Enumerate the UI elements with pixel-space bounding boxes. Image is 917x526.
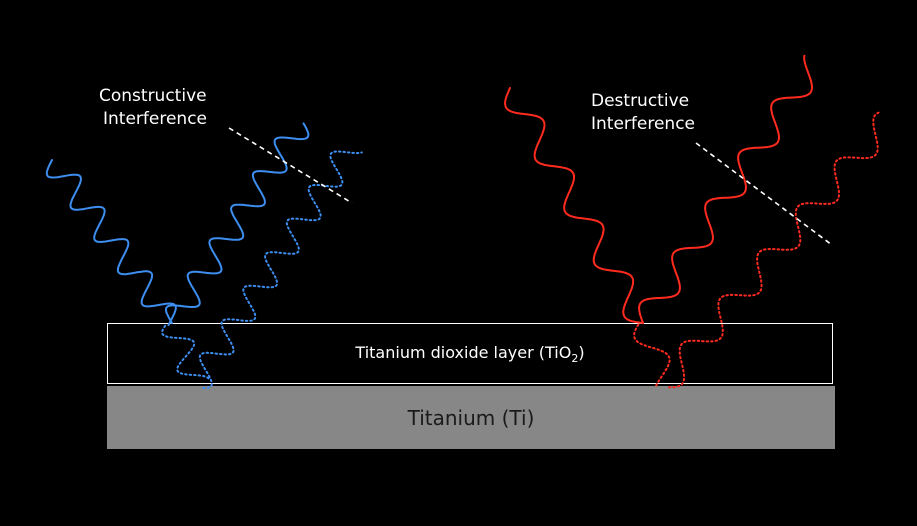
constructive-label-line-1: Constructive: [99, 86, 207, 106]
constructive-interference-label: Constructive Interference: [99, 85, 207, 131]
tio2-label-close: ): [578, 343, 585, 362]
constructive-incident-wave: [45, 159, 177, 327]
titanium-layer-label: Titanium (Ti): [407, 406, 535, 430]
constructive-phase-line: [228, 127, 353, 204]
tio2-label-text: Titanium dioxide layer (TiO: [355, 343, 572, 362]
destructive-label-line-2: Interference: [591, 114, 696, 134]
destructive-reflected-wave: [638, 54, 814, 324]
constructive-second-reflected-wave: [198, 150, 363, 389]
destructive-second-reflected-wave: [667, 111, 880, 389]
destructive-phase-line: [695, 142, 833, 246]
destructive-interference-label: Destructive Interference: [591, 90, 695, 136]
tio2-layer-label: Titanium dioxide layer (TiO2): [108, 343, 832, 365]
constructive-reflected-wave: [164, 122, 310, 324]
constructive-label-line-2: Interference: [103, 109, 208, 129]
destructive-label-line-1: Destructive: [591, 91, 690, 111]
tio2-label-subscript: 2: [571, 352, 579, 366]
destructive-incident-wave: [504, 87, 644, 324]
destructive-refracted-wave: [633, 323, 671, 388]
tio2-layer: Titanium dioxide layer (TiO2): [107, 323, 833, 384]
constructive-refracted-wave: [161, 324, 210, 380]
titanium-layer: Titanium (Ti): [107, 386, 835, 449]
